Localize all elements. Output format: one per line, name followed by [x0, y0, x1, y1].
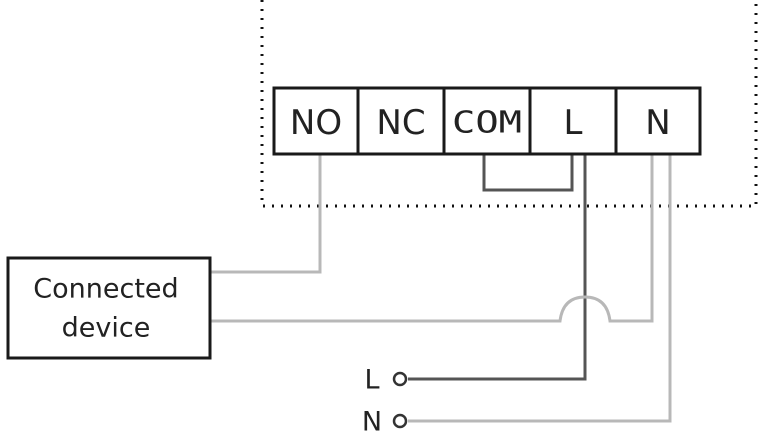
n-terminal-to-supply-wire: [408, 154, 672, 423]
supply-live-label: L: [364, 365, 379, 396]
supply-live: L: [364, 365, 408, 396]
connected-device-label-line2: device: [62, 313, 151, 344]
connected-device-label-line1: Connected: [33, 274, 178, 305]
com-l-jumper-wire: [482, 154, 574, 192]
connected-device-box: [6, 256, 212, 360]
terminal-block: NO NC COM L N: [272, 86, 702, 156]
no-to-device-wire: [210, 154, 322, 274]
supply-neutral: N: [362, 407, 408, 438]
terminal-n: [614, 86, 702, 156]
terminal-n-label: N: [645, 103, 670, 143]
terminal-l-label: L: [564, 103, 583, 143]
n-terminal-to-device-wire: [210, 154, 654, 323]
supply-live-terminal-icon: [392, 371, 408, 387]
terminal-no-label: NO: [290, 103, 342, 143]
terminal-l: [528, 86, 618, 156]
terminal-nc: [356, 86, 446, 156]
connected-device: Connected device: [6, 256, 212, 360]
l-terminal-to-supply-wire: [408, 154, 587, 381]
module-enclosure: [260, 0, 758, 208]
supply-neutral-label: N: [362, 407, 382, 438]
terminal-nc-label: NC: [376, 103, 425, 143]
supply-neutral-terminal-icon: [392, 413, 408, 429]
terminal-com-label: COM: [452, 106, 522, 141]
terminal-no: [272, 86, 360, 156]
